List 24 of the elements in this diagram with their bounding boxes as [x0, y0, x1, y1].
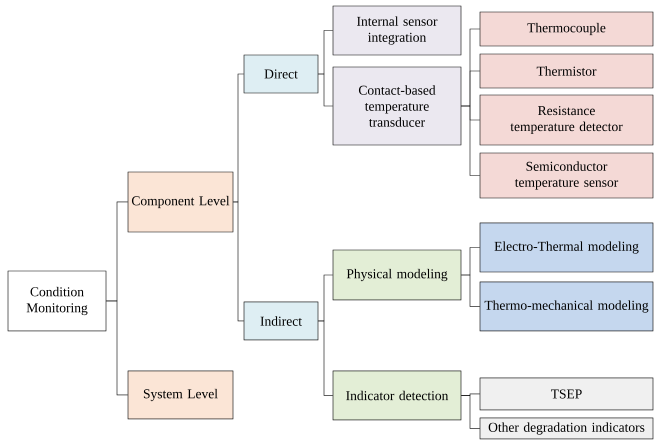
category-box: Resistance temperature detector: [480, 94, 654, 146]
category-box: Indirect: [244, 302, 318, 340]
connector: [461, 395, 480, 429]
category-box: Contact-based temperature transducer: [332, 66, 462, 146]
connector: [318, 320, 333, 396]
category-box: Component Level: [128, 172, 234, 232]
category-box: Indicator detection: [332, 370, 462, 420]
category-box: Thermistor: [480, 54, 654, 88]
connector: [461, 106, 480, 176]
connector: [233, 202, 244, 322]
category-box: Internal sensor integration: [332, 6, 462, 56]
category-box: Condition Monitoring: [8, 270, 106, 332]
category-box: Electro-Thermal modeling: [480, 222, 654, 272]
connector: [318, 74, 333, 106]
category-box: TSEP: [480, 378, 654, 410]
category-box: Thermo-mechanical modeling: [480, 282, 654, 332]
category-box: Other degradation indicators: [480, 418, 654, 440]
category-box: Direct: [244, 54, 318, 94]
connector: [106, 300, 128, 396]
connector: [461, 274, 480, 307]
category-box: Physical modeling: [332, 250, 462, 300]
category-box: Semiconductor temperature sensor: [480, 152, 654, 198]
category-box: Thermocouple: [480, 12, 654, 46]
category-box: System Level: [128, 370, 234, 420]
